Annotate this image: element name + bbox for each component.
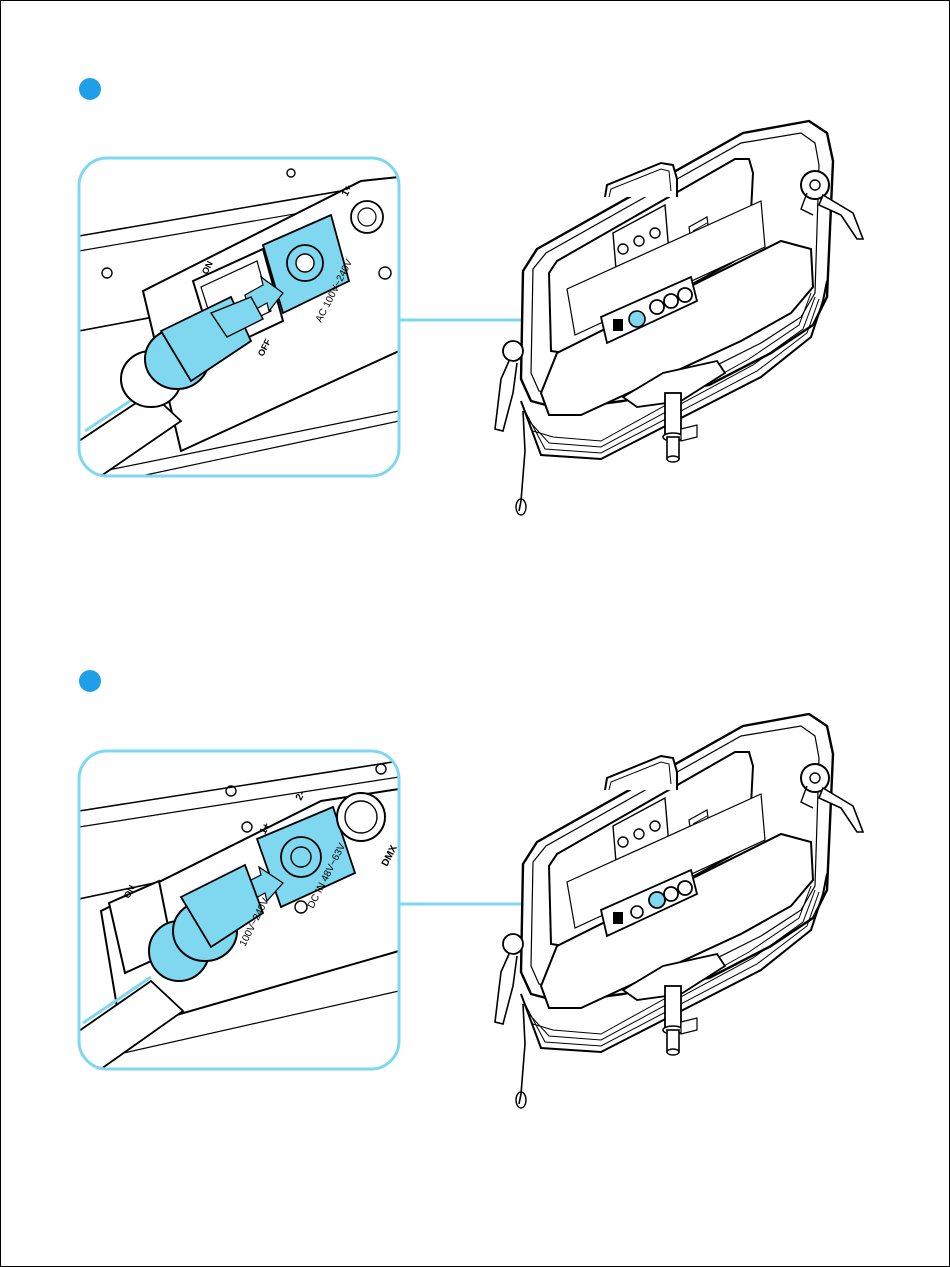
led-panel-icon — [495, 714, 863, 1108]
led-panel-icon — [495, 121, 863, 515]
ac-port-highlight — [629, 311, 645, 327]
zoom-detail-ac: ON OFF AC 100V~240V 1+ — [79, 158, 399, 476]
dc-port-highlight — [649, 892, 665, 908]
zoom-detail-dc: ON 100V~240V DC IN 48V~63V 1+ 2- DMX — [79, 751, 400, 1069]
